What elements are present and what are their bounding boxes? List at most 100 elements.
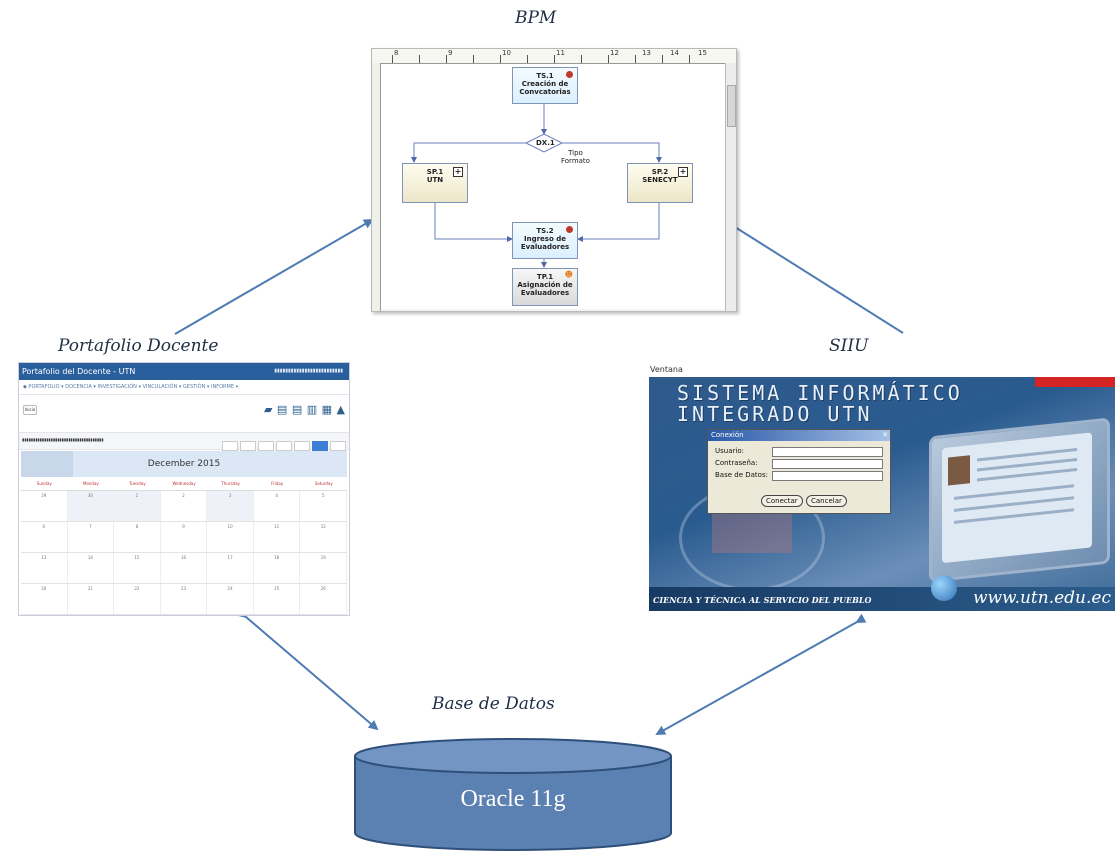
siiu-footer: [649, 587, 1115, 611]
task-ts1: TS.1 Creación de Convcatorias: [512, 67, 578, 104]
calendar-header: December 2015: [21, 451, 347, 477]
node-id: TS.1: [536, 72, 554, 80]
node-text: UTN: [426, 176, 444, 184]
day-cell[interactable]: 16: [161, 553, 208, 583]
ruler-number: 10: [502, 49, 511, 57]
day-cell[interactable]: 2: [161, 491, 208, 521]
scrollbar-thumb[interactable]: [727, 85, 736, 127]
day-cell[interactable]: 6: [21, 522, 68, 552]
calendar-toolbar: ▮▮▮▮▮▮▮▮▮▮▮▮▮▮▮▮▮▮▮▮▮▮▮▮▮▮▮▮▮▮▮▮▮▮▮▮▮: [19, 432, 349, 451]
subprocess-sp1: + SP.1 UTN: [402, 163, 468, 203]
bpm-scrollbar[interactable]: [725, 63, 736, 311]
weekday: Wednesday: [172, 481, 196, 486]
day-cell[interactable]: 23: [161, 584, 208, 614]
day-cell[interactable]: 18: [254, 553, 301, 583]
chart-icon[interactable]: ▥: [306, 403, 318, 416]
siiu-screenshot: SISTEMA INFORMÁTICO INTEGRADO UTN Conexi…: [649, 377, 1115, 611]
close-icon[interactable]: ✕: [882, 431, 888, 439]
siiu-url[interactable]: www.utn.edu.ec: [972, 588, 1111, 608]
day-cell[interactable]: 10: [207, 522, 254, 552]
view-button[interactable]: [276, 441, 292, 451]
database-label: Base de Datos: [432, 694, 555, 714]
task-ts2: TS.2 Ingreso de Evaluadores: [512, 222, 578, 259]
day-cell[interactable]: 30: [67, 491, 115, 521]
bpm-canvas: TS.1 Creación de Convcatorias DX.1 Tipo …: [381, 64, 725, 309]
gateway-label: Tipo Formato: [561, 149, 590, 165]
password-input[interactable]: [772, 459, 883, 469]
day-cell[interactable]: 15: [114, 553, 161, 583]
day-cell[interactable]: 21: [68, 584, 115, 614]
connect-button[interactable]: Conectar: [761, 495, 803, 507]
arrow-portafolio-to-bpm: [174, 218, 374, 335]
database-cylinder: [354, 738, 672, 851]
day-cell[interactable]: 17: [207, 553, 254, 583]
calendar: December 2015 Sunday Monday Tuesday Wedn…: [21, 451, 348, 615]
user-icon: ☻: [564, 270, 573, 279]
day-cell[interactable]: 3: [207, 491, 254, 521]
day-cell[interactable]: 9: [161, 522, 208, 552]
day-cell[interactable]: 8: [114, 522, 161, 552]
siiu-title-line2: INTEGRADO UTN: [677, 402, 873, 426]
view-button[interactable]: [240, 441, 256, 451]
day-cell[interactable]: 12: [300, 522, 348, 552]
weekday: Saturday: [314, 481, 333, 486]
calendar-header-side: [21, 451, 73, 477]
day-cell[interactable]: 4: [254, 491, 301, 521]
home-button[interactable]: Inicio: [23, 405, 37, 415]
screen-line: [977, 467, 1077, 482]
screen-line: [954, 508, 1074, 524]
ruler-number: 9: [448, 49, 453, 57]
person-icon[interactable]: ▲: [336, 403, 345, 416]
cancel-button[interactable]: Cancelar: [806, 495, 847, 507]
day-cell[interactable]: 7: [68, 522, 115, 552]
subprocess-sp2: + SP.2 SENECYT: [627, 163, 693, 203]
node-id: TP.1: [536, 273, 554, 281]
view-button[interactable]: [294, 441, 310, 451]
utn-logo: [1035, 377, 1115, 387]
document-icon[interactable]: ▤: [276, 403, 288, 416]
portafolio-nav[interactable]: ◆ PORTAFOLIO ▾ DOCENCIA ▾ INVESTIGACIÓN …: [19, 380, 349, 395]
weekday: Thursday: [221, 481, 240, 486]
ruler-number: 8: [394, 49, 399, 57]
node-text: Creación de Convcatorias: [519, 80, 571, 96]
day-cell[interactable]: 24: [207, 584, 254, 614]
siiu-slogan: CIENCIA Y TÉCNICA AL SERVICIO DEL PUEBLO: [653, 595, 872, 605]
globe-icon: [931, 575, 957, 601]
arrow-siiu-db: [655, 613, 867, 735]
day-cell[interactable]: 1: [114, 491, 161, 521]
database-name: Oracle 11g: [460, 786, 566, 812]
day-cell[interactable]: 5: [300, 491, 348, 521]
day-cell[interactable]: 11: [254, 522, 301, 552]
calendar-title: December 2015: [147, 459, 221, 469]
day-cell[interactable]: 20: [21, 584, 68, 614]
siiu-window-label: Ventana: [650, 365, 683, 374]
calendar-icon[interactable]: ▦: [321, 403, 333, 416]
bpm-ruler-left: [372, 63, 381, 311]
database-input[interactable]: [772, 471, 883, 481]
view-button[interactable]: [258, 441, 274, 451]
day-cell[interactable]: 29: [21, 491, 68, 521]
day-cell[interactable]: 22: [114, 584, 161, 614]
monitor-screen: [942, 432, 1092, 564]
portafolio-shortcut-icons[interactable]: ▰ ▤ ▤ ▥ ▦ ▲: [263, 403, 345, 416]
view-buttons[interactable]: [220, 436, 346, 455]
view-button-active[interactable]: [312, 441, 328, 451]
day-cell[interactable]: 14: [68, 553, 115, 583]
day-cell[interactable]: 13: [21, 553, 68, 583]
week-row: 13 14 15 16 17 18 19: [21, 553, 348, 584]
weekday: Sunday: [36, 481, 52, 486]
document-icon[interactable]: ▤: [291, 403, 303, 416]
portafolio-label: Portafolio Docente: [58, 336, 219, 356]
username-input[interactable]: [772, 447, 883, 457]
day-cell[interactable]: 19: [300, 553, 348, 583]
field-label: Base de Datos:: [715, 471, 768, 479]
weekday: Friday: [271, 481, 284, 486]
day-cell[interactable]: 25: [254, 584, 301, 614]
field-label: Contraseña:: [715, 459, 758, 467]
view-button[interactable]: [330, 441, 346, 451]
day-cell[interactable]: 26: [300, 584, 348, 614]
view-button[interactable]: [222, 441, 238, 451]
expand-icon: +: [678, 167, 688, 177]
books-icon[interactable]: ▰: [263, 403, 273, 416]
